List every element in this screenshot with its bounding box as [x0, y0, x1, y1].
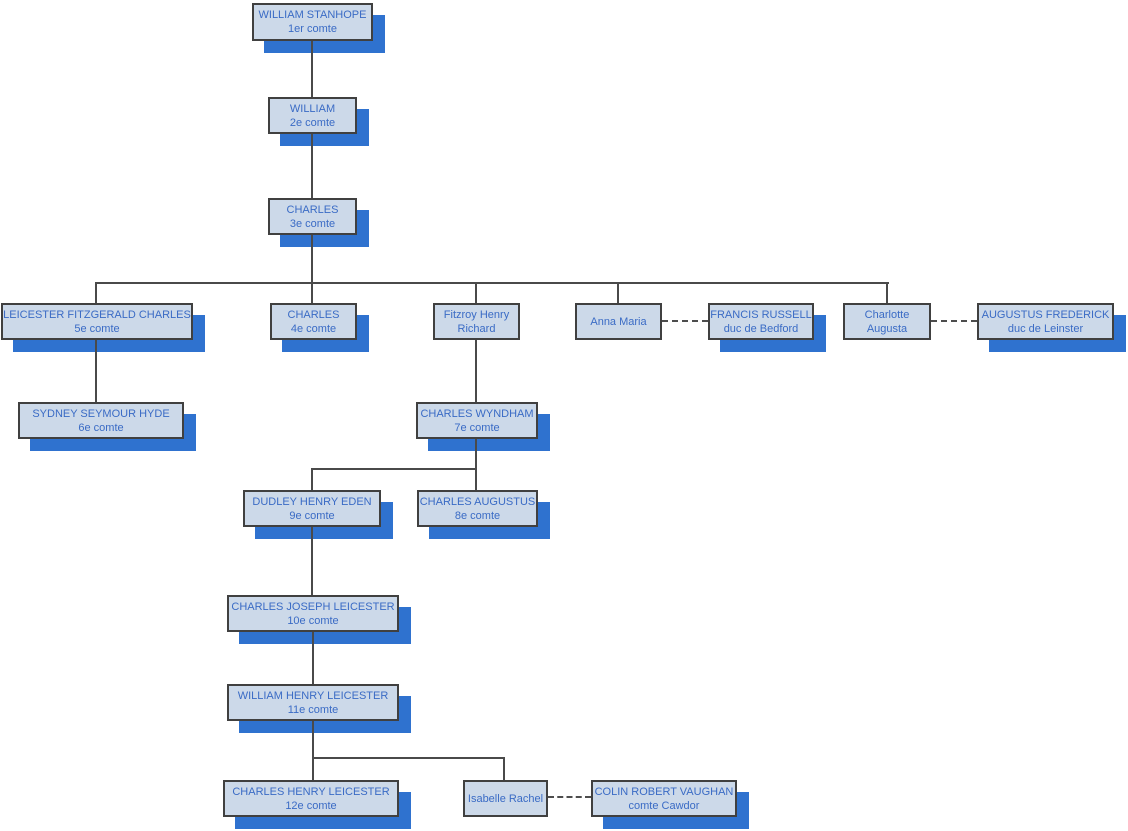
- person-title: 1er comte: [288, 23, 337, 35]
- marriage-dashed-line: [662, 320, 708, 322]
- person-title: duc de Leinster: [1007, 322, 1084, 335]
- person-name: CHARLES: [286, 203, 339, 216]
- node-charles-wyndham-7e-comte: CHARLES WYNDHAM 7e comte: [416, 402, 538, 439]
- person-name: Charlotte: [864, 308, 910, 321]
- node-dudley-henry-eden-9e-comte: DUDLEY HENRY EDEN 9e comte: [243, 490, 381, 527]
- connector-line: [311, 468, 477, 470]
- node-charles-augustus-8e-comte: CHARLES AUGUSTUS 8e comte: [417, 490, 538, 527]
- connector-line: [95, 340, 97, 402]
- node-anna-maria: Anna Maria: [575, 303, 662, 340]
- connector-line: [312, 758, 314, 780]
- person-name: WILLIAM: [289, 102, 336, 115]
- connector-line: [503, 758, 505, 780]
- connector-line: [311, 469, 313, 490]
- node-william-2e-comte: WILLIAM 2e comte: [268, 97, 357, 134]
- person-name-line2: Richard: [457, 322, 496, 335]
- node-francis-russell-duc-de-bedford: FRANCIS RUSSELL duc de Bedford: [708, 303, 814, 340]
- connector-line: [95, 282, 889, 284]
- person-name: SYDNEY SEYMOUR HYDE: [32, 407, 170, 420]
- connector-line: [311, 235, 313, 283]
- node-augustus-frederick-duc-de-leinster: AUGUSTUS FREDERICK duc de Leinster: [977, 303, 1114, 340]
- connector-line: [475, 283, 477, 303]
- node-sydney-seymour-hyde-6e-comte: SYDNEY SEYMOUR HYDE 6e comte: [18, 402, 184, 439]
- node-charles-3e-comte: CHARLES 3e comte: [268, 198, 357, 235]
- person-title: 12e comte: [285, 799, 337, 812]
- person-name: AUGUSTUS FREDERICK: [981, 308, 1110, 321]
- person-name: Isabelle Rachel: [467, 792, 544, 805]
- node-charles-joseph-leicester-10e-comte: CHARLES JOSEPH LEICESTER 10e comte: [227, 595, 399, 632]
- node-colin-robert-vaughan-comte-cawdor: COLIN ROBERT VAUGHAN comte Cawdor: [591, 780, 737, 817]
- person-title: 11e comte: [287, 703, 339, 716]
- person-title: 9e comte: [289, 509, 335, 522]
- person-name: CHARLES WYNDHAM: [420, 407, 534, 420]
- person-title: duc de Bedford: [723, 322, 799, 335]
- connector-line: [312, 721, 314, 759]
- person-title: 6e comte: [78, 421, 124, 434]
- person-name: DUDLEY HENRY EDEN: [252, 495, 372, 508]
- connector-line: [475, 439, 477, 469]
- person-name: WILLIAM STANHOPE: [258, 9, 367, 21]
- node-charlotte-augusta: Charlotte Augusta: [843, 303, 931, 340]
- person-name: Anna Maria: [590, 315, 647, 328]
- marriage-dashed-line: [931, 320, 977, 322]
- connector-line: [311, 283, 313, 303]
- node-leicester-fitzgerald-charles-5e-comte: LEICESTER FITZGERALD CHARLES 5e comte: [1, 303, 193, 340]
- person-title: 2e comte: [289, 116, 336, 129]
- node-fitzroy-henry-richard: Fitzroy Henry Richard: [433, 303, 520, 340]
- node-isabelle-rachel: Isabelle Rachel: [463, 780, 548, 817]
- connector-line: [617, 283, 619, 303]
- person-name: CHARLES HENRY LEICESTER: [232, 785, 390, 798]
- connector-line: [311, 134, 313, 198]
- person-name: CHARLES: [287, 308, 340, 321]
- person-name: CHARLES JOSEPH LEICESTER: [231, 600, 395, 613]
- person-name: COLIN ROBERT VAUGHAN: [594, 785, 734, 798]
- node-william-henry-leicester-11e-comte: WILLIAM HENRY LEICESTER 11e comte: [227, 684, 399, 721]
- connector-line: [95, 283, 97, 303]
- connector-line: [886, 283, 888, 303]
- connector-line: [312, 757, 505, 759]
- node-charles-4e-comte: CHARLES 4e comte: [270, 303, 357, 340]
- person-title: 5e comte: [74, 322, 120, 335]
- person-title: comte Cawdor: [628, 799, 700, 812]
- person-name: LEICESTER FITZGERALD CHARLES: [3, 308, 191, 321]
- person-name-line2: Augusta: [866, 322, 908, 335]
- connector-line: [475, 340, 477, 402]
- connector-line: [475, 469, 477, 490]
- connector-line: [311, 527, 313, 595]
- person-title: 3e comte: [289, 217, 336, 230]
- node-william-stanhope-1er-comte: WILLIAM STANHOPE 1er comte: [252, 3, 373, 41]
- person-name: CHARLES AUGUSTUS: [419, 495, 536, 508]
- person-title: 4e comte: [290, 322, 337, 335]
- person-title: 10e comte: [287, 614, 339, 627]
- person-title: 7e comte: [454, 421, 500, 434]
- marriage-dashed-line: [548, 796, 591, 798]
- connector-line: [311, 41, 313, 97]
- node-charles-henry-leicester-12e-comte: CHARLES HENRY LEICESTER 12e comte: [223, 780, 399, 817]
- person-name: Fitzroy Henry: [443, 308, 510, 321]
- person-title: 8e comte: [454, 509, 501, 522]
- person-name: FRANCIS RUSSELL: [710, 308, 812, 321]
- connector-line: [312, 632, 314, 684]
- person-name: WILLIAM HENRY LEICESTER: [237, 689, 389, 702]
